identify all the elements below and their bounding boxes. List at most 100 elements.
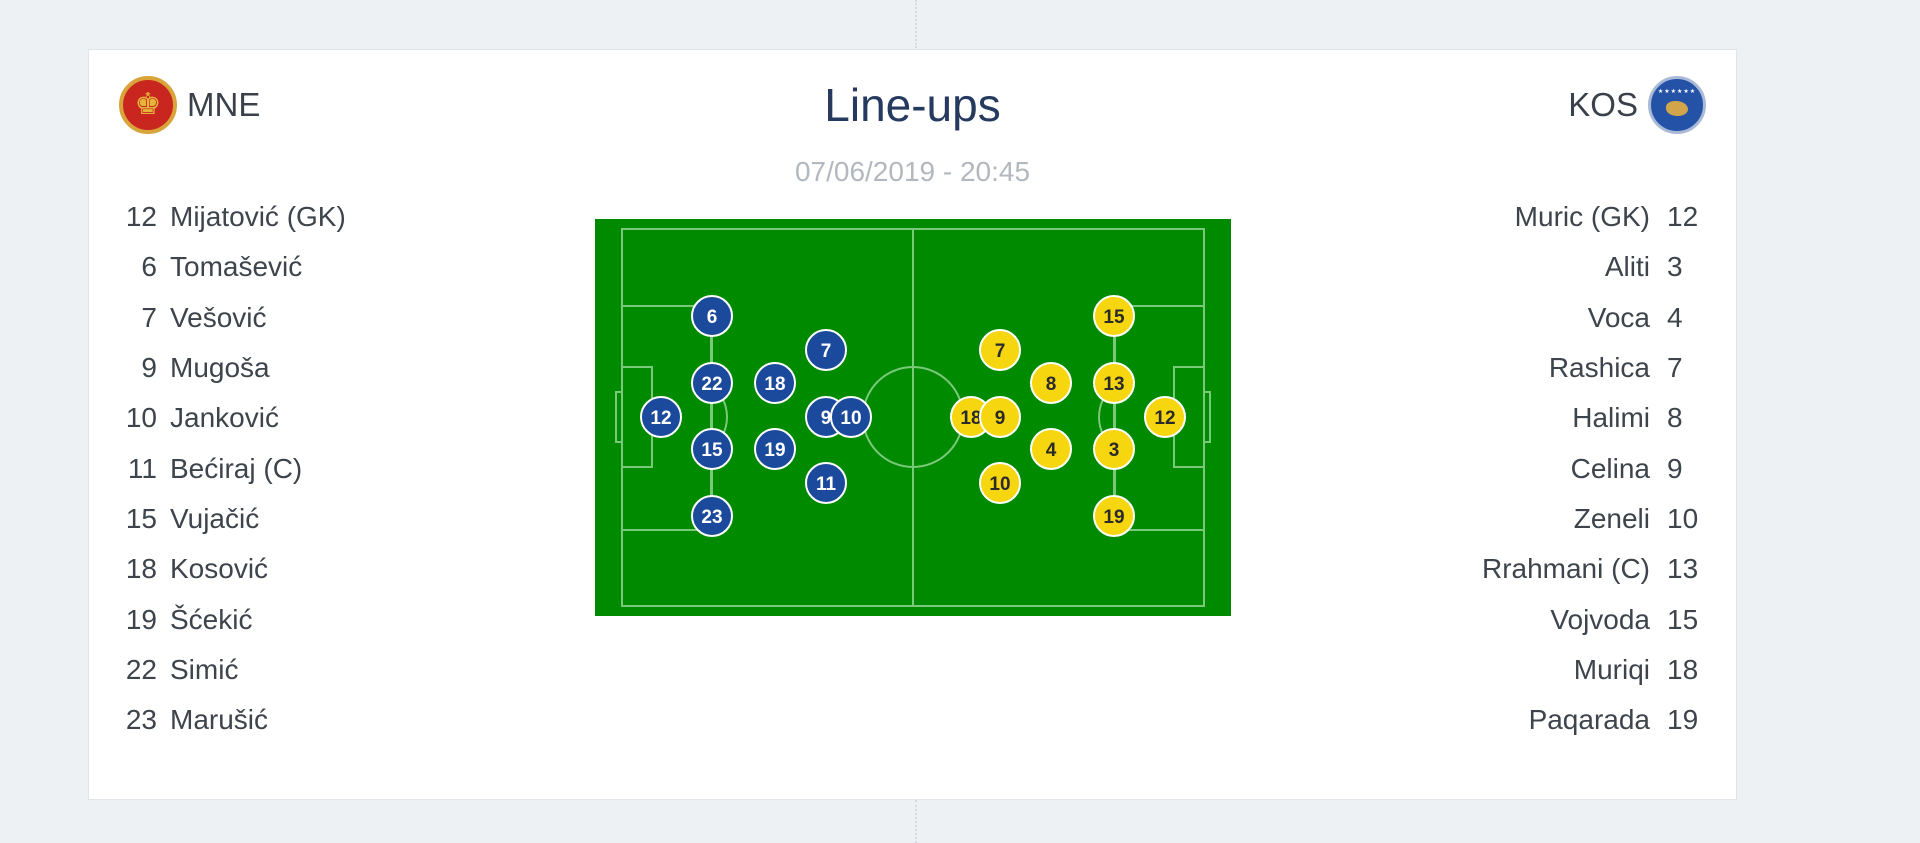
- player-name: Vujačić: [170, 502, 260, 534]
- player-number: 12: [125, 201, 157, 233]
- home-player-marker[interactable]: 6: [691, 295, 733, 337]
- player-name: Zeneli: [1573, 502, 1650, 534]
- player-name: Janković: [170, 402, 279, 434]
- home-player-marker-circle: [805, 462, 847, 504]
- home-player-row[interactable]: 7 Vešović: [119, 293, 346, 343]
- home-player-marker-circle: [691, 295, 733, 337]
- home-player-marker-circle: [754, 428, 796, 470]
- home-player-marker-circle: [640, 396, 682, 438]
- home-player-marker[interactable]: 18: [754, 362, 796, 404]
- away-player-row[interactable]: Muriqi 18: [1482, 645, 1701, 695]
- player-number: 13: [1667, 553, 1699, 585]
- away-player-marker-circle: [1030, 362, 1072, 404]
- away-team-code: KOS: [1568, 86, 1638, 123]
- player-name: Vešović: [170, 301, 267, 333]
- player-name: Simić: [170, 653, 239, 685]
- away-player-marker-number: 18: [960, 408, 981, 429]
- away-player-marker-number: 15: [1103, 307, 1125, 328]
- away-player-marker[interactable]: 4: [1030, 428, 1072, 470]
- home-player-marker[interactable]: 11: [805, 462, 847, 504]
- away-player-marker[interactable]: 13: [1093, 362, 1135, 404]
- player-number: 4: [1667, 301, 1683, 333]
- home-team-code: MNE: [187, 86, 261, 123]
- player-name: Šćekić: [170, 603, 253, 635]
- home-player-marker-circle: [754, 362, 796, 404]
- player-number: 23: [125, 704, 157, 736]
- home-team-header: ♚ MNE: [119, 76, 260, 134]
- away-player-marker[interactable]: 10: [979, 462, 1021, 504]
- player-name: Mijatović (GK): [170, 201, 346, 233]
- player-number: 7: [141, 301, 157, 333]
- away-player-marker[interactable]: 18: [950, 396, 992, 438]
- player-name: Paqarada: [1528, 704, 1650, 736]
- home-player-row[interactable]: 10 Janković: [119, 393, 346, 443]
- away-player-row[interactable]: Muric (GK)12: [1482, 192, 1701, 242]
- away-player-marker[interactable]: 12: [1144, 396, 1186, 438]
- away-player-row[interactable]: Rrahmani (C)13: [1482, 544, 1701, 594]
- player-number: 12: [1667, 201, 1699, 233]
- away-player-marker-number: 13: [1103, 374, 1124, 395]
- player-name: Muriqi: [1573, 653, 1650, 685]
- away-player-marker-circle: [979, 329, 1021, 371]
- player-name: Kosović: [170, 553, 269, 585]
- home-player-marker-number: 22: [701, 374, 722, 395]
- home-player-row[interactable]: 9 Mugoša: [119, 343, 346, 393]
- away-player-marker-circle: [1030, 428, 1072, 470]
- away-player-marker[interactable]: 19: [1093, 495, 1135, 537]
- player-number: 6: [141, 251, 157, 283]
- away-player-marker[interactable]: 9: [979, 396, 1021, 438]
- home-player-marker[interactable]: 19: [754, 428, 796, 470]
- kosovo-flag-icon: ★★★★★★: [1648, 76, 1706, 134]
- home-player-marker-circle: [691, 362, 733, 404]
- home-player-marker[interactable]: 23: [691, 495, 733, 537]
- player-number: 3: [1667, 251, 1683, 283]
- player-name: Aliti: [1604, 251, 1650, 283]
- player-number: 10: [125, 402, 157, 434]
- player-number: 8: [1667, 402, 1683, 434]
- home-player-marker[interactable]: 12: [640, 396, 682, 438]
- away-player-marker-number: 12: [1154, 408, 1175, 429]
- section-divider-top: [915, 0, 917, 48]
- away-player-marker-circle: [979, 462, 1021, 504]
- away-player-marker[interactable]: 8: [1030, 362, 1072, 404]
- player-number: 19: [1667, 704, 1699, 736]
- away-player-marker[interactable]: 7: [979, 329, 1021, 371]
- player-number: 9: [141, 352, 157, 384]
- away-player-marker-circle: [1093, 495, 1135, 537]
- home-player-marker-circle: [691, 495, 733, 537]
- away-player-marker-number: 10: [989, 474, 1010, 495]
- away-player-marker[interactable]: 3: [1093, 428, 1135, 470]
- player-name: Rashica: [1548, 352, 1650, 384]
- home-player-row[interactable]: 12 Mijatović (GK): [119, 192, 346, 242]
- home-player-row[interactable]: 22 Simić: [119, 645, 346, 695]
- home-player-marker-number: 6: [707, 307, 718, 328]
- player-number: 18: [1667, 653, 1699, 685]
- player-number: 15: [1667, 603, 1699, 635]
- home-player-marker-circle: [805, 329, 847, 371]
- home-player-marker[interactable]: 10: [830, 396, 872, 438]
- away-player-row[interactable]: Aliti 3: [1482, 242, 1701, 292]
- player-number: 11: [127, 452, 157, 484]
- home-player-row[interactable]: 15 Vujačić: [119, 494, 346, 544]
- away-player-row[interactable]: Paqarada 19: [1482, 695, 1701, 745]
- away-player-marker[interactable]: 15: [1093, 295, 1135, 337]
- player-number: 15: [125, 502, 157, 534]
- player-number: 22: [125, 653, 157, 685]
- home-player-marker[interactable]: 22: [691, 362, 733, 404]
- home-player-marker[interactable]: 7: [805, 329, 847, 371]
- home-player-marker[interactable]: 15: [691, 428, 733, 470]
- player-name: Mugoša: [170, 352, 270, 384]
- home-player-marker-number: 15: [701, 440, 723, 461]
